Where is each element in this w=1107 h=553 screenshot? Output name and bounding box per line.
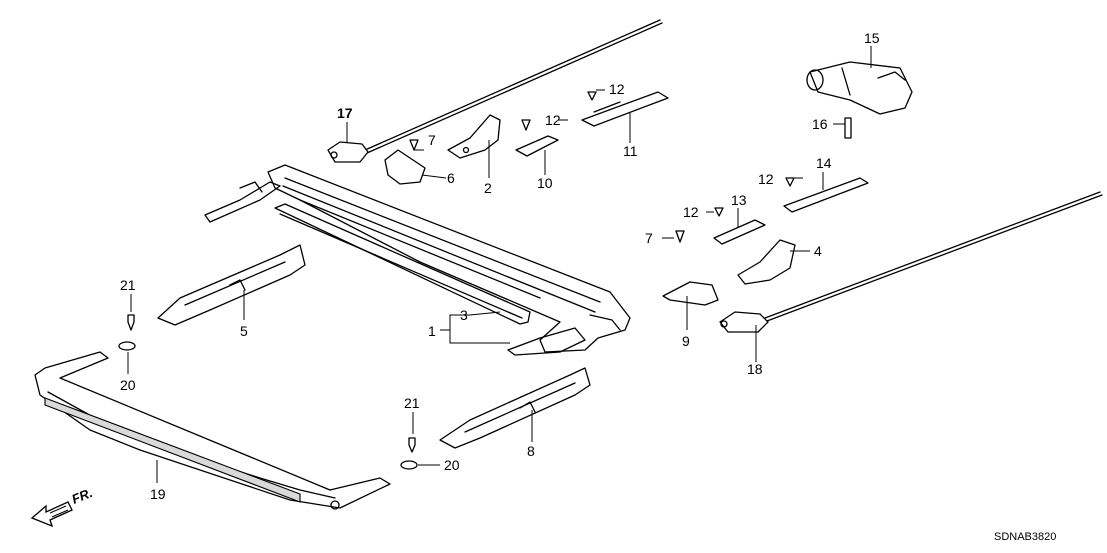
callout-13: 13 (731, 192, 747, 208)
slider-13 (713, 219, 766, 245)
bracket-2 (447, 114, 501, 159)
callout-21: 21 (120, 277, 136, 293)
callout-18: 18 (747, 361, 763, 377)
diagram-code: SDNAB3820 (994, 531, 1056, 543)
callout-10: 10 (537, 175, 553, 191)
slider-10 (515, 135, 559, 157)
callout-21: 21 (404, 395, 420, 411)
front-direction-indicator: FR. (30, 485, 95, 528)
callout-15: 15 (864, 30, 880, 46)
rear-frame-drain (34, 351, 391, 510)
callout-3: 3 (460, 307, 468, 323)
sunroof-motor (806, 61, 913, 115)
callout-7: 7 (428, 132, 436, 148)
callout-20: 20 (444, 457, 460, 473)
callout-7: 7 (645, 230, 653, 246)
guide-rail-right (439, 367, 591, 449)
callout-6: 6 (447, 170, 455, 186)
callout-11: 11 (623, 143, 638, 159)
front-arrow-icon (30, 501, 73, 528)
callout-2: 2 (484, 180, 492, 196)
callout-12: 12 (758, 171, 774, 187)
callout-8: 8 (527, 443, 535, 459)
callout-12: 12 (609, 81, 625, 97)
bracket-4 (737, 239, 796, 285)
callout-17: 17 (337, 105, 353, 121)
bracket-9 (662, 281, 719, 306)
leader-lines (127, 46, 872, 483)
guide-rail-left (157, 244, 306, 326)
callout-14: 14 (816, 155, 832, 171)
front-label: FR. (70, 485, 95, 507)
callout-4: 4 (814, 243, 822, 259)
callout-16: 16 (812, 116, 828, 132)
callout-labels: 17 7 6 2 12 10 12 11 15 16 14 12 13 12 4… (120, 30, 880, 502)
callout-1: 1 (428, 323, 436, 339)
callout-5: 5 (240, 323, 248, 339)
callout-12: 12 (683, 204, 699, 220)
screw-icon (127, 91, 852, 453)
callout-12: 12 (545, 112, 561, 128)
callout-20: 20 (120, 377, 136, 393)
drive-cable-left (327, 19, 663, 163)
bracket-6 (384, 149, 426, 185)
callout-19: 19 (150, 486, 166, 502)
sunroof-frame (204, 164, 631, 356)
washer-icon (118, 341, 418, 470)
slider-14 (783, 177, 869, 213)
slider-11 (581, 91, 669, 127)
glass-rail (274, 203, 531, 325)
callout-9: 9 (682, 333, 690, 349)
